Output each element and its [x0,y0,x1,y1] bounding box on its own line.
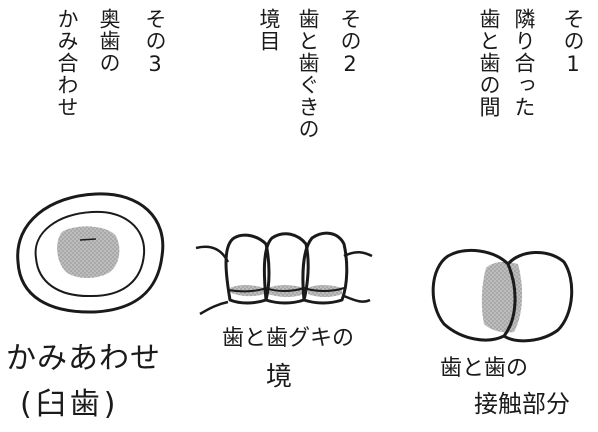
panel1-caption-line2: 接触部分 [474,390,570,418]
panel3-title-line2: かみ合わせ [55,8,79,118]
panel2-number: その2 [338,8,362,77]
teeth-gumline-drawing [195,231,373,316]
panel1-title-line2: 歯と歯の間 [477,8,501,118]
panel2-title-line2: 境目 [257,8,281,52]
panel2-caption-line2: 境 [266,362,293,392]
panel1-caption-line1: 歯と歯の [440,356,529,381]
panel3-caption-line2: (臼歯) [20,387,120,422]
panel2-caption-line1: 歯と歯グキの [222,326,355,351]
panel1-number: その1 [561,8,585,77]
panel3-title-line1: 奥歯の [97,8,121,74]
panel3-number: その3 [143,8,167,77]
panel3-caption-line1: かみあわせ [6,341,161,376]
panel2-title-line1: 歯と歯ぐきの [296,8,320,140]
panel1-title-line1: 隣り合った [512,8,536,118]
adjacent-teeth-drawing [431,249,574,343]
molar-occlusal-drawing [16,192,165,314]
